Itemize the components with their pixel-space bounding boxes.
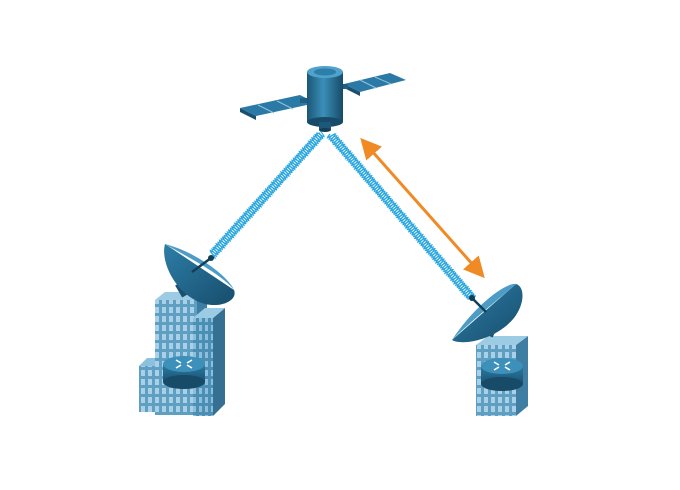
router-icon <box>481 358 523 391</box>
wireless-link-left <box>209 130 325 259</box>
satellite-dish-icon <box>452 283 523 343</box>
router-icon <box>163 356 205 389</box>
satellite-dish-icon <box>164 244 235 306</box>
wireless-wave <box>211 130 325 257</box>
wireless-wave <box>209 132 324 259</box>
solar-panel-right <box>344 73 406 92</box>
solar-panel-left <box>240 95 316 116</box>
wireless-link-right <box>326 133 476 302</box>
office-building-icon <box>139 292 225 416</box>
satellite-icon <box>240 66 406 132</box>
distance-double-arrow <box>360 137 485 279</box>
